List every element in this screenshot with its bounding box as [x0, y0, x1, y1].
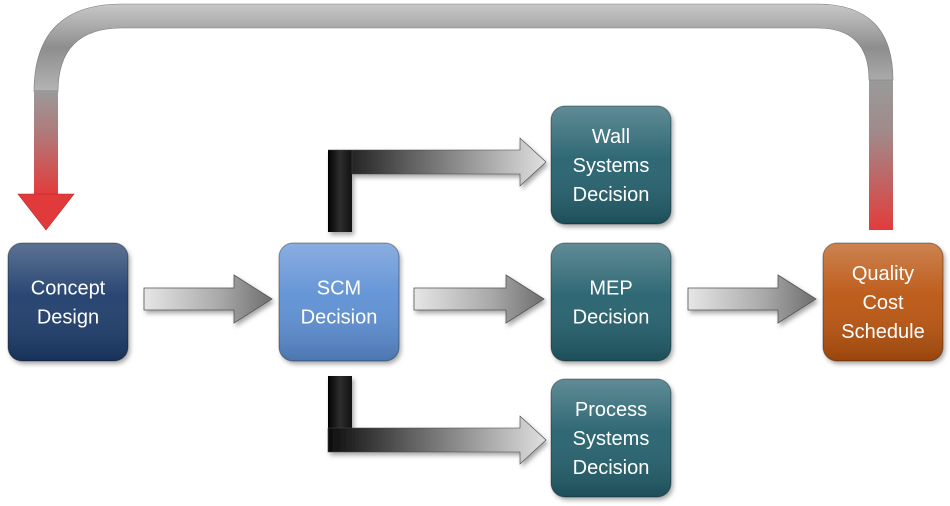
- scm-decision-box: SCM Decision: [278, 242, 400, 362]
- mep-decision-box-label-line: Decision: [573, 307, 650, 329]
- feedback-right-stem: [869, 80, 893, 230]
- arrow-mep-to-quality: [687, 274, 817, 324]
- process-systems-decision-box-label-line: Decision: [573, 457, 650, 479]
- concept-design-box-gloss: [7, 242, 129, 362]
- quality-cost-schedule-box-gloss: [822, 242, 944, 362]
- quality-cost-schedule-box-label-line: Schedule: [841, 321, 924, 343]
- arrow-scm-to-mep: [413, 274, 545, 324]
- wall-systems-decision-box-label-line: Systems: [573, 155, 650, 177]
- concept-design-box-label-line: Concept: [31, 278, 106, 300]
- mep-decision-box-label-line: MEP: [589, 278, 632, 300]
- process-systems-decision-box-label-line: Process: [575, 399, 647, 421]
- arrow-concept-to-scm: [143, 274, 273, 324]
- arrow-scm-to-process-systems: [327, 376, 547, 465]
- wall-systems-decision-box-label-line: Wall: [592, 126, 630, 148]
- feedback-arrowhead: [17, 193, 75, 231]
- feedback-loop-arrow: [17, 3, 894, 231]
- process-systems-decision-box-gloss: [550, 378, 672, 498]
- arrow-scm-to-wall-systems: [328, 137, 547, 232]
- feedback-arc-inner: [58, 28, 869, 92]
- mep-decision-box-gloss: [550, 242, 672, 362]
- feedback-arc-top: [33, 3, 894, 93]
- feedback-left-stem: [34, 90, 58, 195]
- scm-decision-box-label-line: Decision: [301, 307, 378, 329]
- quality-cost-schedule-box-label-line: Quality: [852, 263, 914, 285]
- wall-systems-decision-box-gloss: [550, 105, 672, 225]
- mep-decision-box: MEP Decision: [550, 242, 672, 362]
- concept-design-box-label-line: Design: [37, 307, 99, 329]
- scm-decision-box-gloss: [278, 242, 400, 362]
- process-systems-decision-box-label-line: Systems: [573, 428, 650, 450]
- quality-cost-schedule-box-label-line: Cost: [862, 292, 904, 314]
- wall-systems-decision-box-label-line: Decision: [573, 184, 650, 206]
- scm-decision-box-label-line: SCM: [317, 278, 361, 300]
